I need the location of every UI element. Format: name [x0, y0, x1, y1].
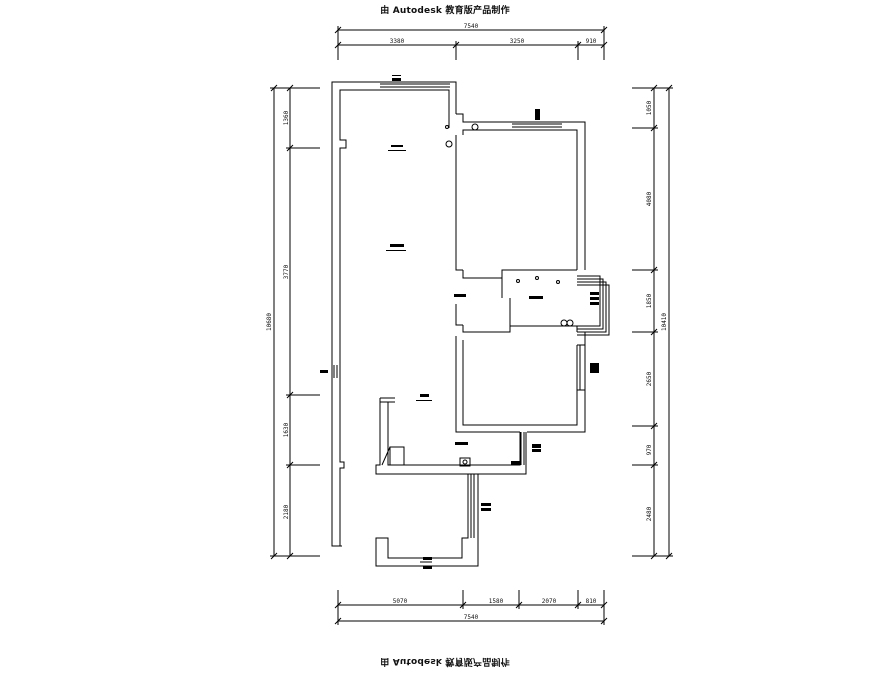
bottom-dim-4: 810	[586, 598, 597, 605]
fixtures	[381, 123, 574, 467]
bottom-dim-1: 5070	[393, 598, 408, 605]
top-dim-3: 910	[586, 38, 597, 45]
bottom-dimension-chain	[334, 590, 608, 625]
room-label-blocks	[320, 75, 599, 569]
left-dim-4: 2180	[283, 504, 290, 519]
right-dim-1: 1050	[646, 100, 653, 115]
right-dim-6: 2480	[646, 506, 653, 521]
left-dim-2: 3770	[283, 264, 290, 279]
left-dim-1: 1360	[283, 110, 290, 125]
left-dimension-chain	[270, 84, 320, 560]
bottom-dim-3: 2070	[542, 598, 557, 605]
right-dim-3: 1850	[646, 293, 653, 308]
right-dim-2: 4080	[646, 191, 653, 206]
top-dim-1: 3380	[390, 38, 405, 45]
autodesk-watermark-top: 由 Autodesk 教育版产品制作	[380, 6, 510, 16]
top-dim-2: 3250	[510, 38, 525, 45]
left-total-dim: 10680	[266, 313, 273, 331]
top-total-dim: 7540	[464, 23, 479, 30]
bottom-dim-2: 1580	[489, 598, 504, 605]
right-dim-4: 2650	[646, 371, 653, 386]
right-dim-5: 970	[646, 444, 653, 455]
dimension-labels: 7540 3380 3250 910 5070 1580 2070 810 75…	[266, 23, 668, 621]
top-dimension-chain	[334, 26, 608, 60]
right-dimension-chain	[632, 84, 673, 560]
left-dim-3: 1630	[283, 422, 290, 437]
exterior-walls	[331, 81, 610, 567]
right-total-dim: 10410	[661, 313, 668, 331]
bottom-total-dim: 7540	[464, 614, 479, 621]
